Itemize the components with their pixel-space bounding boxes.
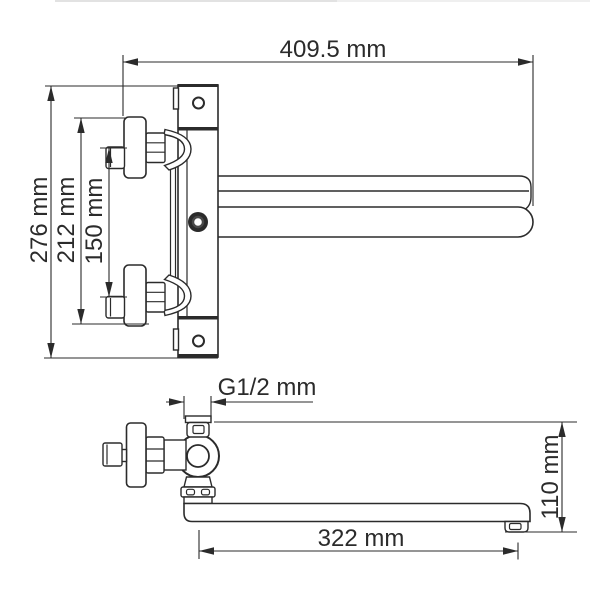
dim-label-spout-drop: 110 mm — [537, 435, 564, 520]
bracket-top-bottom-edge — [178, 127, 218, 131]
dim-thread-size: G1/2 mm — [166, 374, 316, 419]
dim-handles-span: 212 mm — [53, 117, 149, 325]
mounting-hole-top — [192, 96, 205, 110]
handle-knob-side — [102, 442, 123, 467]
dim-label-spout-reach: 322 mm — [318, 525, 405, 552]
top-view — [105, 84, 534, 358]
spout-coupling — [183, 476, 213, 488]
spout-side — [183, 502, 531, 523]
dim-label-handles-span: 212 mm — [53, 177, 80, 264]
valve-assembly-bottom — [105, 264, 192, 327]
dim-label-overall-height: 276 mm — [26, 177, 53, 264]
spout-base — [183, 496, 213, 505]
dim-label-thread: G1/2 mm — [218, 374, 317, 401]
handle-disc-bottom — [123, 264, 147, 327]
hex-nut-top — [145, 132, 166, 164]
dim-spout-reach: 322 mm — [198, 525, 519, 560]
fixing-screw-hole — [191, 215, 205, 229]
dimensions: 409.5 mm 276 mm 212 mm 150 mm G1/2 mm — [26, 36, 577, 560]
escutcheon-bottom — [163, 274, 192, 317]
dim-centers-distance: 150 mm — [81, 147, 127, 298]
dim-total-length: 409.5 mm — [122, 36, 534, 206]
dim-label-total-length: 409.5 mm — [280, 36, 387, 63]
bracket-bottom-top-edge — [178, 316, 218, 320]
body-bottom-edge — [178, 354, 218, 357]
connector-plate — [163, 439, 187, 471]
dim-spout-drop: 110 mm — [214, 421, 577, 533]
thread-pipe — [184, 415, 212, 424]
spout — [218, 206, 534, 238]
thread-collar-detail — [192, 424, 205, 435]
handle-knob-bottom — [105, 295, 126, 319]
dim-overall-height: 276 mm — [26, 85, 218, 359]
valve-cap — [186, 444, 210, 468]
spout-upper-contour — [218, 175, 532, 211]
escutcheon-top — [163, 128, 192, 171]
thread-collar — [186, 421, 210, 438]
flange-slot — [185, 488, 196, 496]
hex-nut-bottom — [145, 281, 166, 313]
top-crop-artifact — [55, 0, 337, 2]
handle-disc-side — [125, 422, 147, 488]
mounting-hole-bottom — [192, 334, 205, 348]
bracket-notch-top — [172, 87, 180, 110]
side-view — [102, 415, 531, 533]
handle-disc-top — [123, 116, 147, 179]
top-crop-artifact-right — [337, 0, 590, 2]
flange-slot — [200, 488, 211, 496]
dim-label-centers-distance: 150 mm — [81, 178, 108, 265]
aerator-detail — [508, 522, 522, 531]
bracket-notch-bottom — [172, 328, 180, 351]
body-top-edge — [178, 84, 218, 87]
hex-nut-side — [145, 436, 165, 474]
